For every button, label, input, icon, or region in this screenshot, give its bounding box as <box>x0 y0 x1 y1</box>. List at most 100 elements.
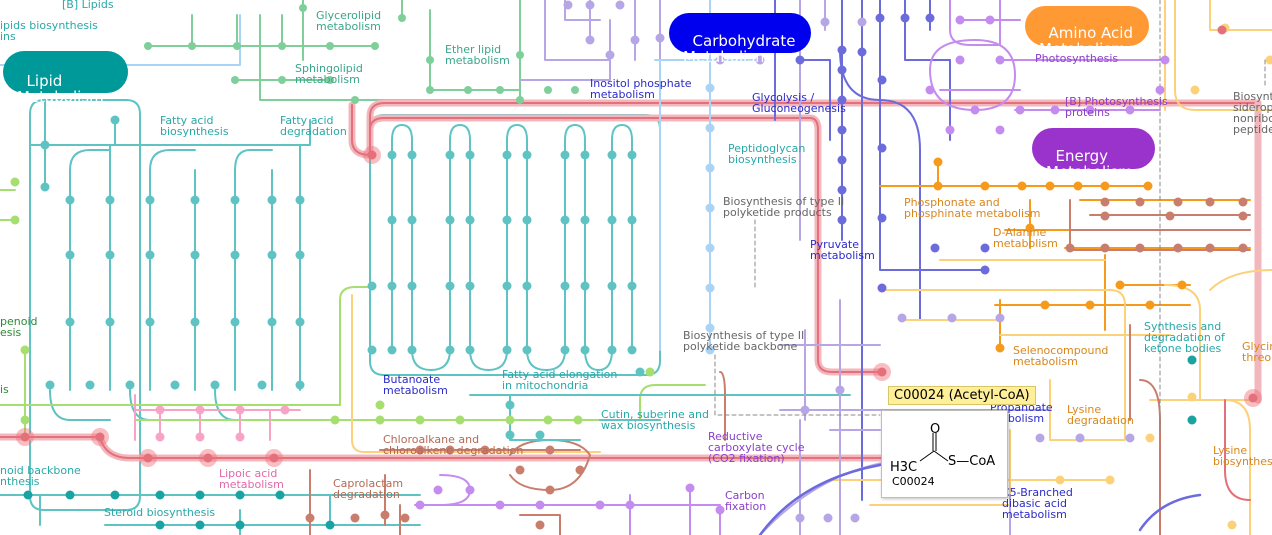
compound-node[interactable] <box>110 115 120 125</box>
compound-node[interactable] <box>267 250 277 260</box>
compound-node[interactable] <box>545 485 555 495</box>
label-ins[interactable]: ins <box>0 30 16 43</box>
compound-node[interactable] <box>535 430 545 440</box>
compound-node[interactable] <box>1125 105 1135 115</box>
compound-node[interactable] <box>535 520 545 530</box>
compound-node[interactable] <box>275 490 285 500</box>
compound-node[interactable] <box>65 250 75 260</box>
compound-node[interactable] <box>835 385 845 395</box>
compound-node[interactable] <box>1100 197 1110 207</box>
compound-node[interactable] <box>522 281 532 291</box>
compound-node[interactable] <box>398 14 406 22</box>
compound-node[interactable] <box>837 215 847 225</box>
compound-node[interactable] <box>585 0 595 10</box>
compound-node[interactable] <box>980 265 990 275</box>
compound-node[interactable] <box>1165 211 1175 221</box>
pathway-edge[interactable] <box>519 0 661 81</box>
compound-node[interactable] <box>1173 243 1183 253</box>
compound-node[interactable] <box>1187 392 1197 402</box>
compound-node[interactable] <box>505 400 515 410</box>
compound-node[interactable] <box>705 163 715 173</box>
highlight-node[interactable] <box>203 453 213 463</box>
compound-node[interactable] <box>925 85 935 95</box>
compound-node[interactable] <box>573 415 583 425</box>
compound-node[interactable] <box>367 345 377 355</box>
highlight-node[interactable] <box>95 432 105 442</box>
pathway-edge[interactable] <box>758 463 1202 535</box>
compound-node[interactable] <box>543 415 553 425</box>
compound-node[interactable] <box>1100 243 1110 253</box>
compound-node[interactable] <box>877 213 887 223</box>
compound-node[interactable] <box>426 86 434 94</box>
compound-node[interactable] <box>820 17 830 27</box>
compound-node[interactable] <box>560 215 570 225</box>
pathway-edge[interactable] <box>411 349 451 371</box>
label-unsat[interactable]: Unsaturated fatty acids <box>130 0 260 1</box>
compound-node[interactable] <box>387 281 397 291</box>
compound-node[interactable] <box>145 195 155 205</box>
compound-node[interactable] <box>1145 433 1155 443</box>
compound-node[interactable] <box>445 445 455 455</box>
compound-node[interactable] <box>837 125 847 135</box>
compound-node[interactable] <box>145 250 155 260</box>
compound-node[interactable] <box>755 55 765 65</box>
pathway-edge[interactable] <box>1164 0 1272 111</box>
compound-node[interactable] <box>955 15 965 25</box>
compound-node[interactable] <box>299 4 307 12</box>
compound-node[interactable] <box>947 313 957 323</box>
compound-node[interactable] <box>351 96 359 104</box>
compound-node[interactable] <box>645 367 655 377</box>
compound-node[interactable] <box>715 55 725 65</box>
compound-node[interactable] <box>10 177 20 187</box>
compound-node[interactable] <box>257 380 267 390</box>
compound-node[interactable] <box>544 86 552 94</box>
pathway-edge[interactable] <box>391 124 413 141</box>
compound-node[interactable] <box>1100 211 1110 221</box>
compound-node[interactable] <box>480 445 490 455</box>
compound-node[interactable] <box>571 86 579 94</box>
pathway-edge[interactable] <box>611 124 633 141</box>
compound-node[interactable] <box>326 42 334 50</box>
compound-node[interactable] <box>837 155 847 165</box>
highlight-route[interactable] <box>369 102 1259 401</box>
compound-node[interactable] <box>1205 243 1215 253</box>
compound-node[interactable] <box>1187 415 1197 425</box>
compound-node[interactable] <box>325 520 335 530</box>
compound-node[interactable] <box>110 490 120 500</box>
compound-node[interactable] <box>1065 243 1075 253</box>
compound-node[interactable] <box>267 195 277 205</box>
highlight-node[interactable] <box>1248 393 1258 403</box>
compound-node[interactable] <box>502 215 512 225</box>
compound-node[interactable] <box>627 215 637 225</box>
compound-node[interactable] <box>415 500 425 510</box>
compound-node[interactable] <box>465 485 475 495</box>
pathway-edge[interactable] <box>506 124 528 141</box>
compound-node[interactable] <box>607 150 617 160</box>
compound-node[interactable] <box>850 513 860 523</box>
compound-node[interactable] <box>445 281 455 291</box>
compound-node[interactable] <box>1205 197 1215 207</box>
compound-node[interactable] <box>1045 181 1055 191</box>
label-is[interactable]: is <box>0 383 9 396</box>
pathway-edge[interactable] <box>929 0 1021 111</box>
fatty-acid-outline[interactable] <box>29 99 141 511</box>
compound-node[interactable] <box>465 215 475 225</box>
compound-node[interactable] <box>535 500 545 510</box>
compound-node[interactable] <box>105 250 115 260</box>
compound-node[interactable] <box>155 405 165 415</box>
compound-node[interactable] <box>195 405 205 415</box>
compound-node[interactable] <box>295 380 305 390</box>
pathway-edge[interactable] <box>779 299 881 535</box>
compound-node[interactable] <box>496 86 504 94</box>
compound-node[interactable] <box>105 195 115 205</box>
compound-node[interactable] <box>407 215 417 225</box>
